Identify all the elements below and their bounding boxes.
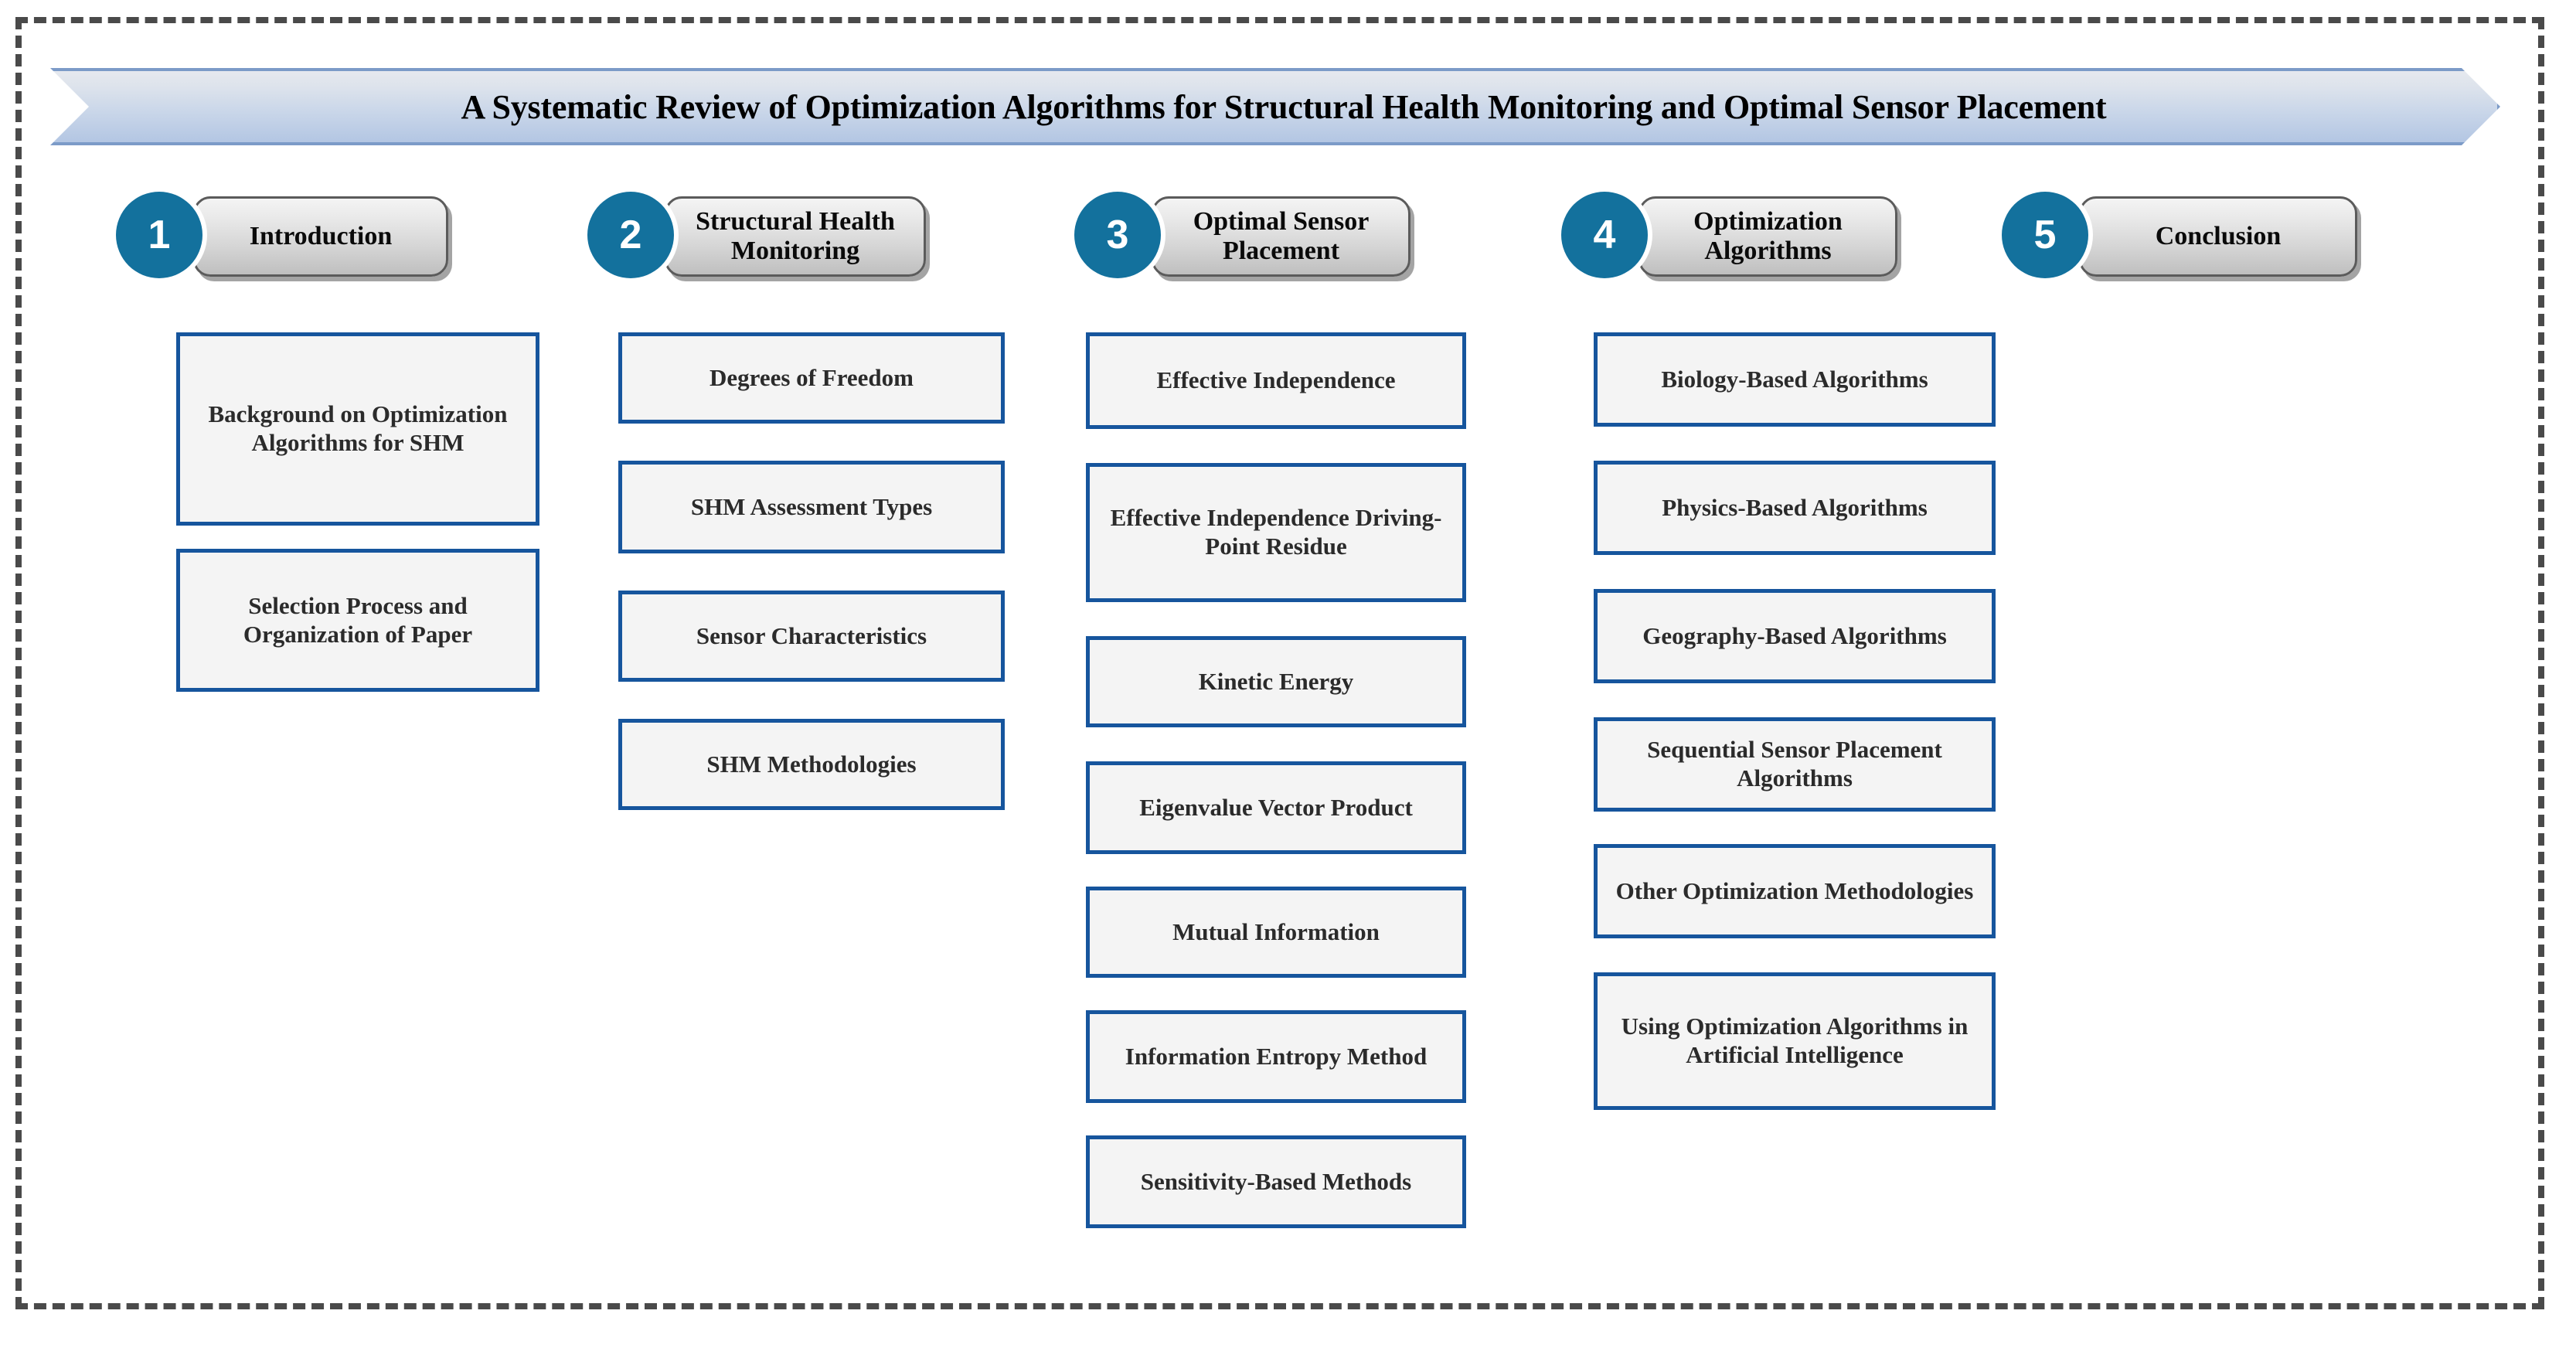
section-header-2[interactable]: Structural Health Monitoring 2 [583,186,951,286]
topic-box[interactable]: Sequential Sensor Placement Algorithms [1594,717,1996,812]
topic-box[interactable]: Geography-Based Algorithms [1594,589,1996,683]
section-label-pill-2[interactable]: Structural Health Monitoring [665,196,926,277]
section-number-text: 3 [1106,213,1129,257]
topic-box-label: Biology-Based Algorithms [1661,365,1928,393]
section-header-4[interactable]: Optimization Algorithms 4 [1557,186,1924,286]
topic-box-label: Sequential Sensor Placement Algorithms [1647,736,1942,791]
section-number-text: 1 [148,213,171,257]
section-number-badge-5[interactable]: 5 [2002,192,2088,278]
topic-box-label: Effective Independence Driving-Point Res… [1110,504,1442,560]
topic-box-label: Eigenvalue Vector Product [1139,793,1413,821]
section-label-pill-3[interactable]: Optimal Sensor Placement [1152,196,1411,277]
topic-box-label: Sensor Characteristics [696,621,927,649]
section-header-row: Introduction 1 Structural Health Monitorin… [0,186,2576,286]
topic-box[interactable]: Information Entropy Method [1086,1010,1466,1103]
section-number-badge-4[interactable]: 4 [1561,192,1648,278]
section-number-text: 2 [619,213,642,257]
topic-box[interactable]: Using Optimization Algorithms in Artific… [1594,972,1996,1110]
topic-box[interactable]: Selection Process and Organization of Pa… [176,549,539,692]
page-title: A Systematic Review of Optimization Algo… [461,87,2107,126]
section-header-1[interactable]: Introduction 1 [111,186,471,286]
topic-box-label: Effective Independence [1156,366,1396,394]
section-label-pill-4[interactable]: Optimization Algorithms [1638,196,1897,277]
topic-box-label: Background on Optimization Algorithms fo… [208,400,508,456]
diagram-title-banner: A Systematic Review of Optimization Algo… [50,68,2500,145]
section-label-text: Optimal Sensor Placement [1193,206,1370,265]
topic-box[interactable]: Biology-Based Algorithms [1594,332,1996,427]
topic-box[interactable]: Background on Optimization Algorithms fo… [176,332,539,526]
topic-box-label: Selection Process and Organization of Pa… [243,591,473,648]
section-number-badge-2[interactable]: 2 [587,192,674,278]
diagram-outer-frame [15,17,2544,1309]
topic-box-label: Mutual Information [1172,917,1380,945]
topic-box-label: Information Entropy Method [1125,1042,1428,1070]
section-header-5[interactable]: Conclusion 5 [1997,186,2380,286]
section-number-badge-1[interactable]: 1 [116,192,202,278]
section-label-text: Optimization Algorithms [1693,206,1843,265]
section-number-text: 5 [2033,213,2057,257]
topic-box-label: Geography-Based Algorithms [1642,621,1947,649]
topic-box-label: SHM Assessment Types [690,492,933,520]
topic-box-label: SHM Methodologies [706,750,917,778]
section-label-text: Structural Health Monitoring [696,206,895,265]
topic-box-label: Degrees of Freedom [710,363,914,391]
topic-box-label: Kinetic Energy [1198,667,1354,695]
topic-box-label: Physics-Based Algorithms [1662,493,1928,521]
topic-box[interactable]: Kinetic Energy [1086,636,1466,727]
section-header-3[interactable]: Optimal Sensor Placement 3 [1070,186,1438,286]
section-column-1: Background on Optimization Algorithms fo… [176,332,539,723]
topic-box[interactable]: Sensitivity-Based Methods [1086,1135,1466,1228]
topic-box[interactable]: Other Optimization Methodologies [1594,844,1996,938]
topic-box[interactable]: Physics-Based Algorithms [1594,461,1996,555]
topic-box[interactable]: Effective Independence [1086,332,1466,429]
topic-box-label: Using Optimization Algorithms in Artific… [1621,1013,1969,1068]
topic-box[interactable]: Mutual Information [1086,887,1466,978]
section-label-text: Conclusion [2155,221,2282,250]
topic-box[interactable]: Eigenvalue Vector Product [1086,761,1466,854]
section-label-pill-5[interactable]: Conclusion [2079,196,2357,277]
topic-box[interactable]: Degrees of Freedom [618,332,1005,424]
section-number-badge-3[interactable]: 3 [1074,192,1161,278]
topic-box[interactable]: SHM Assessment Types [618,461,1005,553]
topic-box-label: Other Optimization Methodologies [1615,877,1974,904]
section-label-pill-1[interactable]: Introduction [193,196,448,277]
topic-box[interactable]: Effective Independence Driving-Point Res… [1086,463,1466,602]
topic-box[interactable]: SHM Methodologies [618,719,1005,810]
section-label-text: Introduction [249,221,393,250]
section-number-text: 4 [1593,213,1616,257]
topic-box[interactable]: Sensor Characteristics [618,591,1005,682]
topic-box-label: Sensitivity-Based Methods [1140,1167,1412,1195]
